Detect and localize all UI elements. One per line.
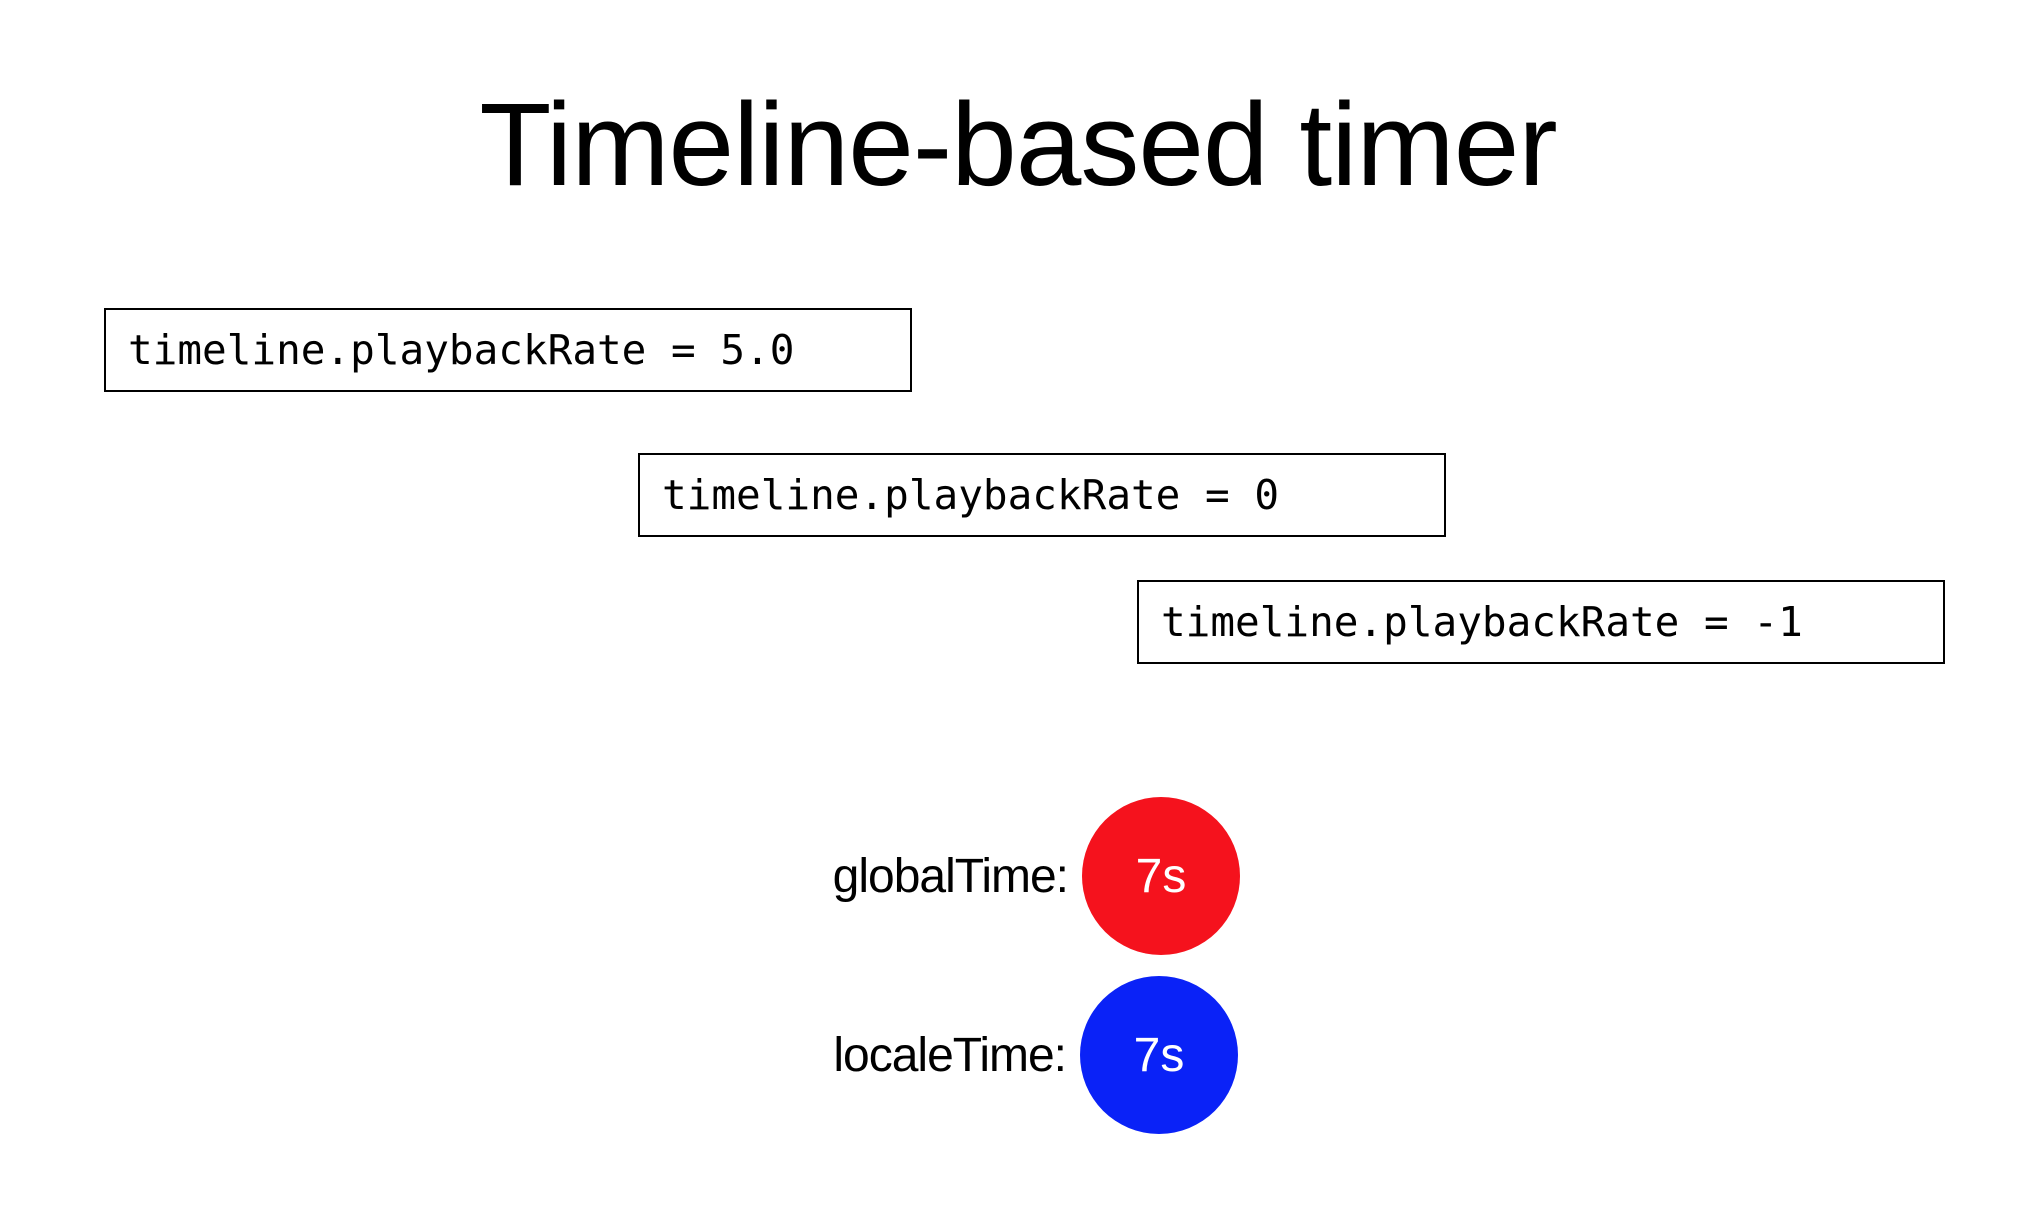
global-time-circle: 7s bbox=[1082, 797, 1240, 955]
global-time-value: 7s bbox=[1135, 849, 1187, 903]
playback-rate-code-3: timeline.playbackRate = -1 bbox=[1161, 598, 1803, 646]
slide-title: Timeline-based timer bbox=[479, 79, 1557, 211]
playback-rate-box-2: timeline.playbackRate = 0 bbox=[638, 453, 1446, 537]
playback-rate-code-2: timeline.playbackRate = 0 bbox=[662, 471, 1280, 519]
global-time-label: globalTime: bbox=[832, 849, 1069, 903]
playback-rate-box-1: timeline.playbackRate = 5.0 bbox=[104, 308, 912, 392]
locale-time-circle: 7s bbox=[1080, 976, 1238, 1134]
playback-rate-code-1: timeline.playbackRate = 5.0 bbox=[128, 326, 795, 374]
global-time-row: globalTime: 7s bbox=[800, 797, 1240, 955]
locale-time-label: localeTime: bbox=[833, 1028, 1067, 1082]
playback-rate-box-3: timeline.playbackRate = -1 bbox=[1137, 580, 1945, 664]
locale-time-row: localeTime: 7s bbox=[798, 976, 1238, 1134]
locale-time-value: 7s bbox=[1133, 1028, 1185, 1082]
